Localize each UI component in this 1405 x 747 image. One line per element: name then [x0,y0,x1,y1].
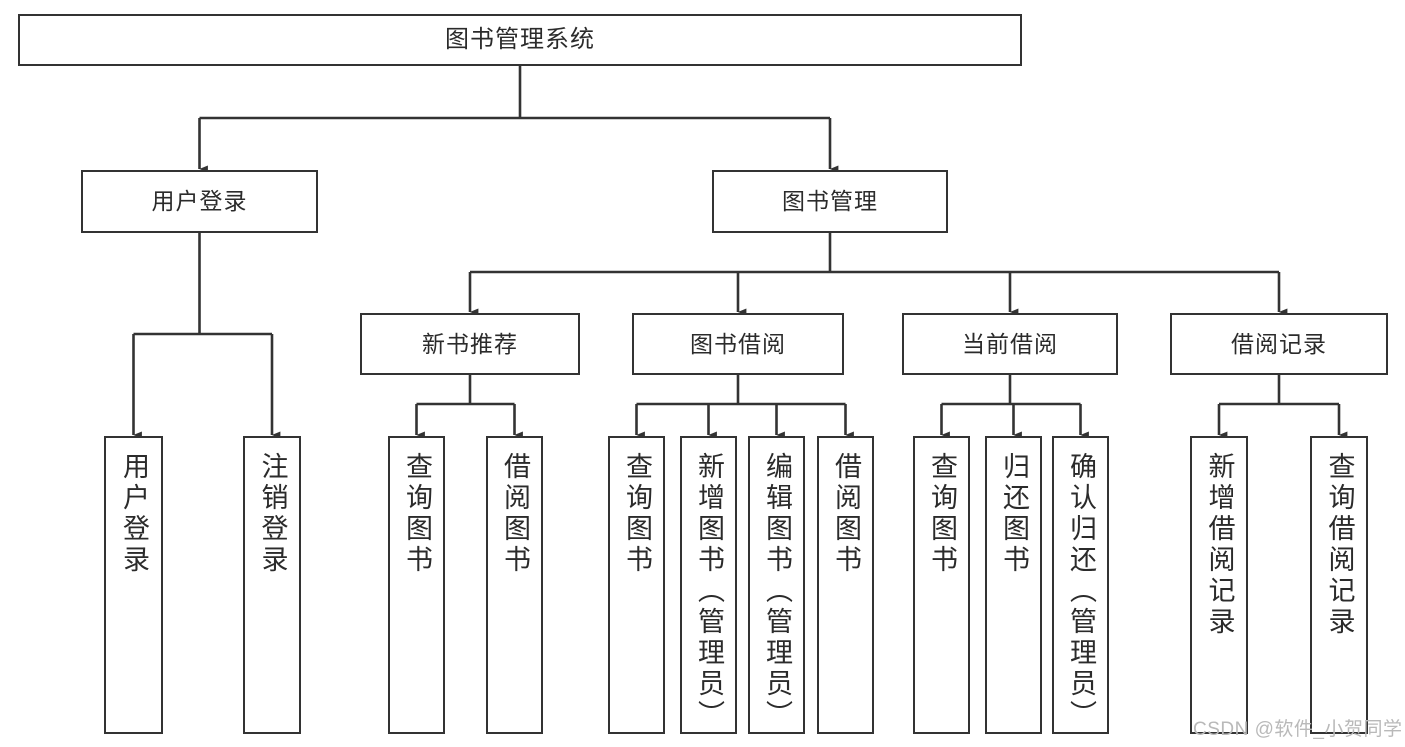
node-label: 确认归还（管理员） [1066,452,1097,731]
node-label: 注销登录 [257,452,288,576]
node-l3-current[interactable]: 当前借阅 [902,313,1118,375]
node-label: 编辑图书（管理员） [762,452,793,731]
edge-group [132,66,1348,439]
node-label: 用户登录 [151,188,248,215]
node-l4-c3[interactable]: 编辑图书（管理员） [748,436,805,734]
node-label: 归还图书 [999,452,1030,576]
node-label: 查询图书 [927,452,958,576]
node-l4-c1[interactable]: 查询图书 [608,436,665,734]
node-l3-record[interactable]: 借阅记录 [1170,313,1388,375]
node-l4-b2[interactable]: 借阅图书 [486,436,543,734]
node-l4-d3[interactable]: 确认归还（管理员） [1052,436,1109,734]
node-label: 图书管理 [782,188,878,215]
node-label: 查询图书 [622,452,653,576]
node-l3-new[interactable]: 新书推荐 [360,313,580,375]
node-label: 新增借阅记录 [1204,452,1235,638]
node-label: 图书借阅 [690,330,786,357]
node-label: 当前借阅 [962,330,1058,357]
node-l4-e2[interactable]: 查询借阅记录 [1310,436,1368,734]
node-l4-a2[interactable]: 注销登录 [243,436,301,734]
node-l3-borrow[interactable]: 图书借阅 [632,313,844,375]
node-l4-d2[interactable]: 归还图书 [985,436,1042,734]
node-label: 图书管理系统 [445,26,595,54]
node-l4-e1[interactable]: 新增借阅记录 [1190,436,1248,734]
node-l4-b1[interactable]: 查询图书 [388,436,445,734]
node-label: 查询借阅记录 [1324,452,1355,638]
node-label: 借阅记录 [1231,330,1327,357]
node-label: 借阅图书 [500,452,531,576]
node-root[interactable]: 图书管理系统 [18,14,1022,66]
node-l4-c2[interactable]: 新增图书（管理员） [680,436,737,734]
node-l2-login[interactable]: 用户登录 [81,170,318,233]
node-label: 新增图书（管理员） [694,452,725,731]
node-label: 借阅图书 [831,452,862,576]
node-label: 用户登录 [119,452,150,576]
node-l2-book[interactable]: 图书管理 [712,170,948,233]
node-label: 查询图书 [402,452,433,576]
node-l4-d1[interactable]: 查询图书 [913,436,970,734]
node-l4-a1[interactable]: 用户登录 [104,436,163,734]
node-l4-c4[interactable]: 借阅图书 [817,436,874,734]
node-label: 新书推荐 [422,330,518,357]
